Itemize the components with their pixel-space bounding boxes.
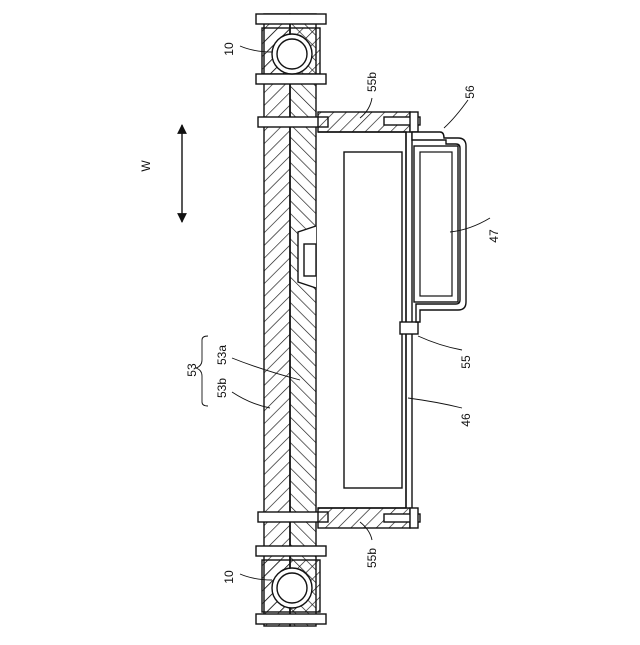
- member-53b: [264, 14, 290, 626]
- label-55b-bottom: 55b: [365, 548, 379, 568]
- label-55b-top: 55b: [365, 72, 379, 92]
- member-53: [264, 14, 316, 626]
- label-10-bottom: 10: [222, 570, 236, 584]
- element-47-inner: [420, 152, 452, 296]
- label-53a: 53a: [215, 345, 229, 365]
- label-55: 55: [459, 355, 473, 369]
- member-53a: [290, 14, 316, 626]
- label-53b: 53b: [215, 378, 229, 398]
- label-10-top: 10: [222, 42, 236, 56]
- label-46: 46: [459, 413, 473, 427]
- label-56: 56: [463, 85, 477, 99]
- label-w: W: [139, 160, 153, 172]
- label-53: 53: [185, 363, 199, 377]
- label-47: 47: [487, 229, 501, 243]
- part-46-window: [344, 152, 402, 488]
